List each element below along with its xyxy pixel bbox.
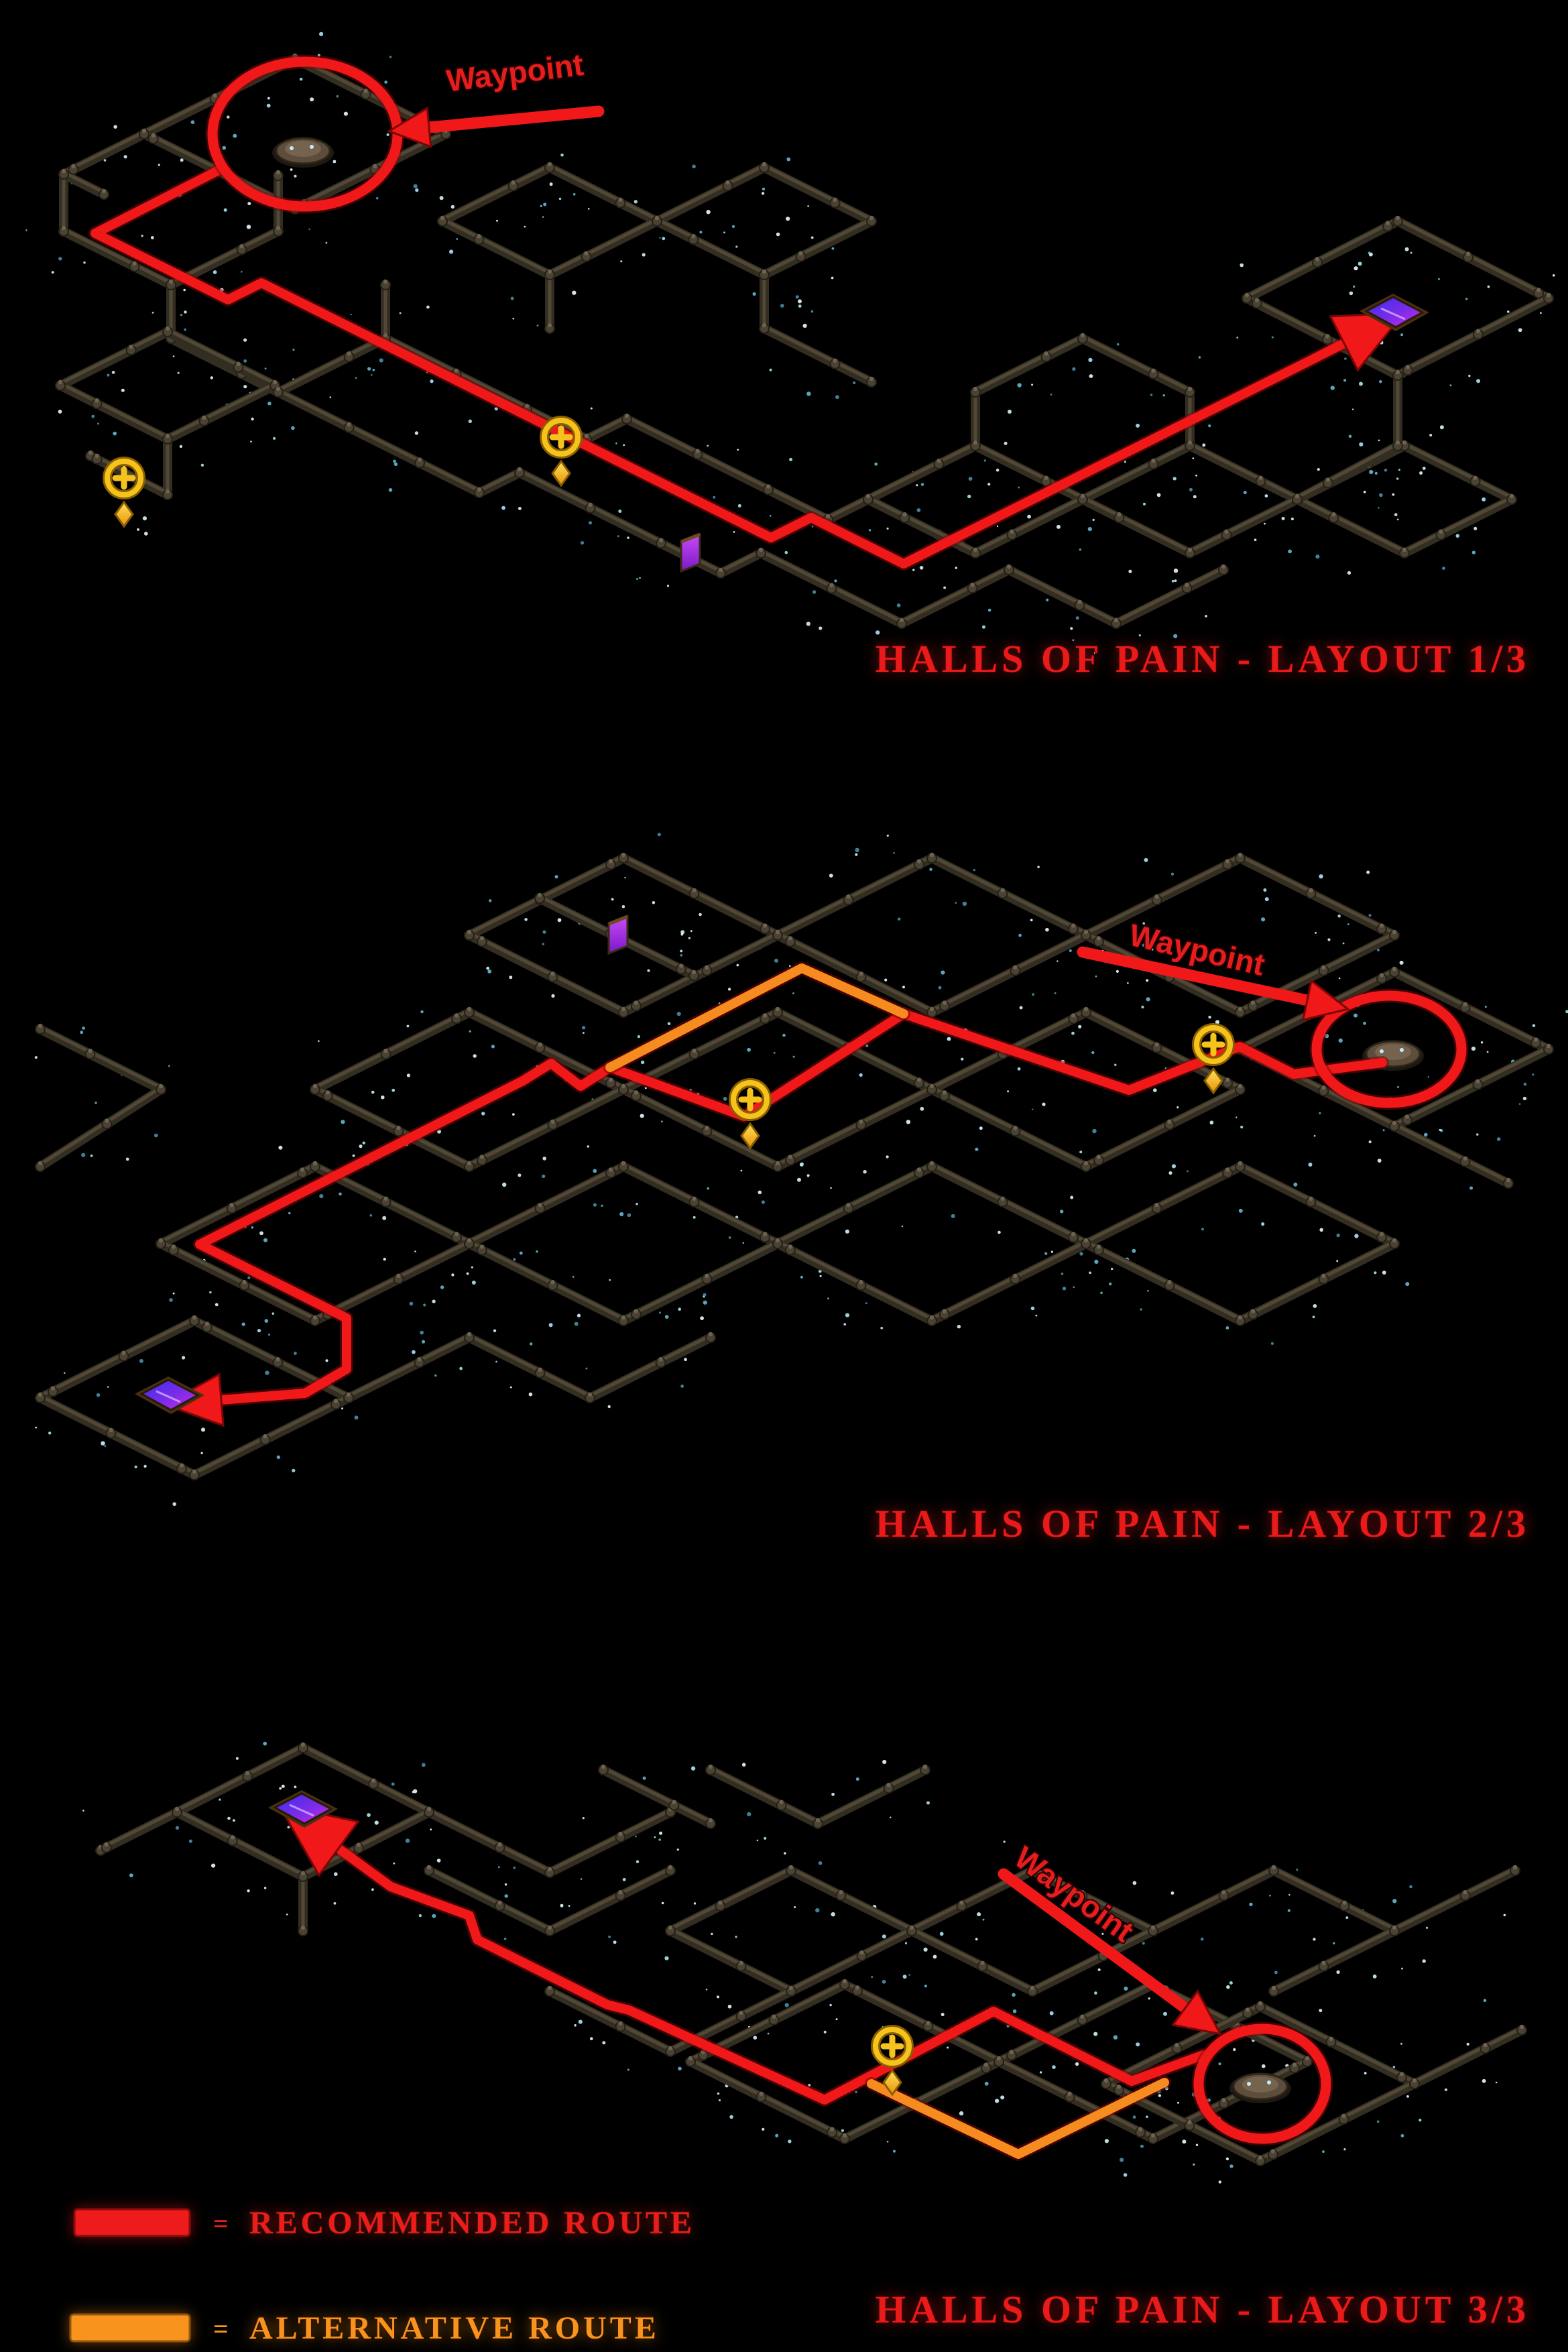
exit-portal-icon [135,1376,204,1414]
layout-1-waypoint-platform [272,137,334,168]
layout-1-recommended-route [88,162,1406,571]
purple-door-icon [680,532,701,573]
layout-1-title: HALLS OF PAIN - LAYOUT 1/3 [876,637,1530,681]
layout-2-waypoint-circle [1309,988,1469,1110]
legend-row-recommended: = RECOMMENDED ROUTE [73,2204,695,2241]
shrine-marker-icon [1192,1023,1235,1095]
layout-3-map [82,1741,1527,2184]
layout-2-waypoint-arrow [1077,946,1351,1022]
layout-3-waypoint-platform [1229,2072,1291,2103]
alternative-route-equals: = [213,2314,229,2344]
layout-3-recommended-route [277,1803,1210,2107]
purple-door-icon [607,915,629,955]
layout-1-maze-walls [55,53,1554,629]
recommended-route-label: RECOMMENDED ROUTE [249,2205,695,2241]
layout-3-alternative-route [865,2076,1171,2161]
exit-portal-icon [268,1790,338,1828]
legend-row-alternative: = ALTERNATIVE ROUTE [69,2310,660,2347]
layout-2-maze-walls [35,852,1554,1480]
layout-3-waypoint-circle [1191,2021,1333,2146]
shrine-marker-icon [871,2025,914,2097]
layout-2-alternative-route [603,961,910,1074]
layout-1-waypoint-arrow [386,105,605,148]
route-arrowhead [1170,1989,1223,2036]
layout-1-waypoint-label: Waypoint [444,47,585,99]
shrine-marker-icon [540,416,583,487]
alternative-route-label: ALTERNATIVE ROUTE [249,2310,660,2346]
layout-1-map [25,32,1555,654]
layout-2-map [34,833,1568,1507]
alternative-route-swatch [69,2313,191,2343]
recommended-route-swatch [73,2208,191,2237]
exit-portal-icon [1360,294,1429,331]
layout-3-floor-sparkles [82,1741,1506,2184]
legend: = RECOMMENDED ROUTE = ALTERNATIVE ROUTE [69,2204,695,2347]
layout-3-waypoint-arrow [998,1868,1223,2036]
layout-1-waypoint-circle [205,54,405,214]
route-arrowhead [1301,979,1351,1022]
layout-2-floor-sparkles [34,833,1568,1507]
layout-3-maze-walls [95,1742,1527,2166]
shrine-marker-icon [103,457,145,528]
route-arrowhead [386,106,432,148]
layout-2-title: HALLS OF PAIN - LAYOUT 2/3 [876,1502,1530,1545]
recommended-route-equals: = [213,2209,229,2239]
shrine-marker-icon [729,1078,772,1150]
layout-3-title: HALLS OF PAIN - LAYOUT 3/3 [876,2288,1530,2331]
layout-1-floor-sparkles [25,32,1555,654]
